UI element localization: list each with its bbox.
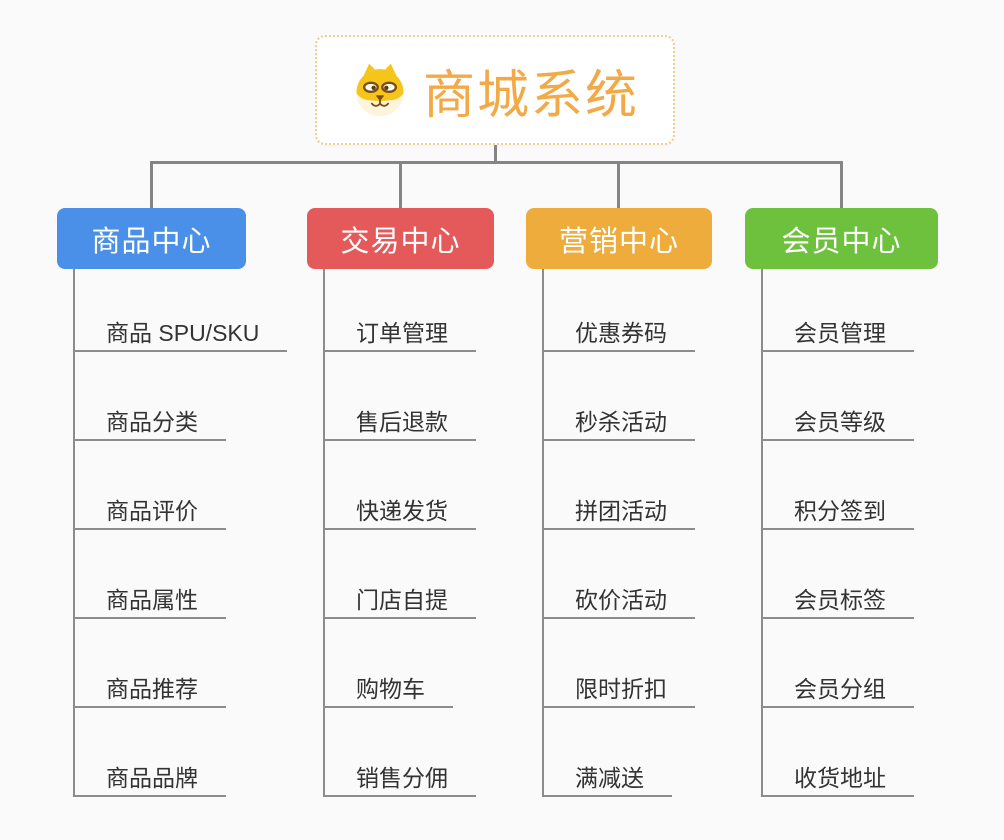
child-label: 购物车 bbox=[356, 675, 425, 702]
connector-root-stub bbox=[494, 145, 497, 163]
child-node[interactable]: 售后退款 bbox=[325, 352, 476, 441]
connector-drop-marketing bbox=[617, 161, 620, 209]
branch-column-product-center: 商品中心 商品 SPU/SKU 商品分类 商品评价 商品属性 商品推荐 商品品牌 bbox=[57, 208, 288, 797]
child-label: 满减送 bbox=[575, 764, 644, 791]
branch-label: 会员中心 bbox=[781, 225, 902, 258]
child-node[interactable]: 门店自提 bbox=[325, 530, 476, 619]
child-node[interactable]: 销售分佣 bbox=[325, 708, 476, 797]
connector-drop-product bbox=[150, 161, 153, 209]
child-node[interactable]: 商品品牌 bbox=[75, 708, 226, 797]
child-label: 售后退款 bbox=[356, 408, 448, 435]
branch-column-member-center: 会员中心 会员管理 会员等级 积分签到 会员标签 会员分组 收货地址 bbox=[745, 208, 938, 797]
child-label: 商品 SPU/SKU bbox=[106, 319, 260, 346]
child-label: 商品品牌 bbox=[106, 764, 198, 791]
branch-node-product-center[interactable]: 商品中心 bbox=[57, 208, 246, 269]
branch-node-member-center[interactable]: 会员中心 bbox=[745, 208, 938, 269]
child-label: 收货地址 bbox=[794, 764, 886, 791]
child-node[interactable]: 收货地址 bbox=[763, 708, 914, 797]
child-label: 会员标签 bbox=[794, 586, 886, 613]
child-node[interactable]: 砍价活动 bbox=[544, 530, 695, 619]
branch-children: 会员管理 会员等级 积分签到 会员标签 会员分组 收货地址 bbox=[761, 269, 938, 797]
child-node[interactable]: 会员管理 bbox=[763, 269, 914, 352]
child-label: 积分签到 bbox=[794, 497, 886, 524]
child-node[interactable]: 购物车 bbox=[325, 619, 453, 708]
child-node[interactable]: 商品属性 bbox=[75, 530, 226, 619]
root-node[interactable]: 商城系统 bbox=[315, 35, 675, 145]
child-label: 拼团活动 bbox=[575, 497, 667, 524]
branch-label: 商品中心 bbox=[91, 225, 212, 258]
child-label: 秒杀活动 bbox=[575, 408, 667, 435]
root-title: 商城系统 bbox=[422, 66, 639, 125]
child-node[interactable]: 订单管理 bbox=[325, 269, 476, 352]
branch-label: 交易中心 bbox=[340, 225, 461, 258]
child-node[interactable]: 限时折扣 bbox=[544, 619, 695, 708]
branch-column-trade-center: 交易中心 订单管理 售后退款 快递发货 门店自提 购物车 销售分佣 bbox=[307, 208, 494, 797]
branch-label: 营销中心 bbox=[558, 225, 679, 258]
child-label: 门店自提 bbox=[356, 586, 448, 613]
connector-drop-trade bbox=[399, 161, 402, 209]
child-node[interactable]: 快递发货 bbox=[325, 441, 476, 530]
child-node[interactable]: 秒杀活动 bbox=[544, 352, 695, 441]
child-node[interactable]: 满减送 bbox=[544, 708, 672, 797]
branch-node-marketing-center[interactable]: 营销中心 bbox=[526, 208, 712, 269]
child-label: 销售分佣 bbox=[356, 764, 448, 791]
child-label: 商品评价 bbox=[106, 497, 198, 524]
child-label: 商品分类 bbox=[106, 408, 198, 435]
child-node[interactable]: 商品分类 bbox=[75, 352, 226, 441]
child-label: 会员管理 bbox=[794, 319, 886, 346]
child-label: 会员分组 bbox=[794, 675, 886, 702]
child-node[interactable]: 会员等级 bbox=[763, 352, 914, 441]
branch-column-marketing-center: 营销中心 优惠券码 秒杀活动 拼团活动 砍价活动 限时折扣 满减送 bbox=[526, 208, 712, 797]
child-node[interactable]: 积分签到 bbox=[763, 441, 914, 530]
child-node[interactable]: 商品 SPU/SKU bbox=[75, 269, 288, 352]
child-label: 快递发货 bbox=[356, 497, 448, 524]
child-label: 砍价活动 bbox=[575, 586, 667, 613]
child-node[interactable]: 优惠券码 bbox=[544, 269, 695, 352]
child-node[interactable]: 会员分组 bbox=[763, 619, 914, 708]
connector-rail bbox=[150, 161, 842, 164]
child-label: 会员等级 bbox=[794, 408, 886, 435]
branch-node-trade-center[interactable]: 交易中心 bbox=[307, 208, 494, 269]
child-label: 限时折扣 bbox=[575, 675, 667, 702]
branch-children: 商品 SPU/SKU 商品分类 商品评价 商品属性 商品推荐 商品品牌 bbox=[73, 269, 288, 797]
child-node[interactable]: 商品评价 bbox=[75, 441, 226, 530]
branch-children: 订单管理 售后退款 快递发货 门店自提 购物车 销售分佣 bbox=[323, 269, 494, 797]
child-node[interactable]: 商品推荐 bbox=[75, 619, 226, 708]
child-label: 订单管理 bbox=[356, 319, 448, 346]
connector-drop-member bbox=[840, 161, 843, 209]
child-node[interactable]: 拼团活动 bbox=[544, 441, 695, 530]
branch-children: 优惠券码 秒杀活动 拼团活动 砍价活动 限时折扣 满减送 bbox=[542, 269, 712, 797]
child-label: 商品推荐 bbox=[106, 675, 198, 702]
child-label: 商品属性 bbox=[106, 586, 198, 613]
dog-face-icon bbox=[356, 63, 404, 117]
child-label: 优惠券码 bbox=[575, 319, 667, 346]
child-node[interactable]: 会员标签 bbox=[763, 530, 914, 619]
